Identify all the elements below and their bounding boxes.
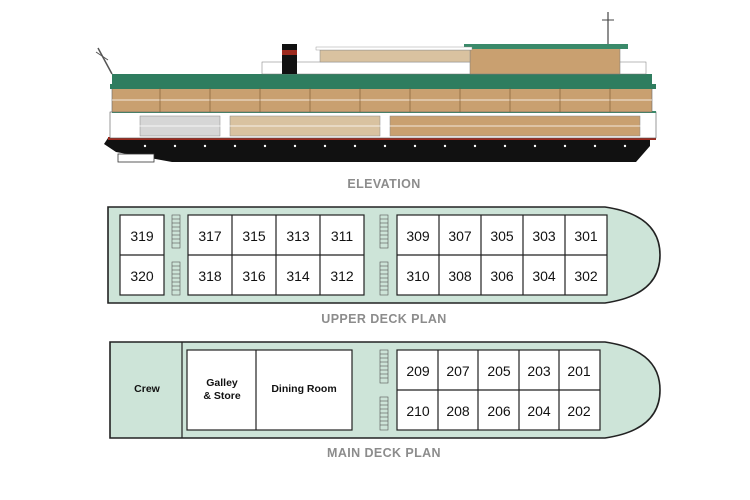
cabin-206: 206	[487, 403, 511, 419]
rudder	[117, 153, 155, 163]
upper-deck-caption: UPPER DECK PLAN	[321, 312, 446, 326]
crane	[97, 47, 113, 75]
cabin-319: 319	[130, 228, 154, 244]
elevation-drawing	[95, 12, 657, 163]
upper-deck-plan: 319 320 317 315 313 311 318 316 314 312	[107, 206, 661, 304]
cabin-202: 202	[567, 403, 591, 419]
cabin-308: 308	[448, 268, 472, 284]
hull	[104, 138, 650, 162]
cabin-313: 313	[286, 228, 310, 244]
cabin-204: 204	[527, 403, 551, 419]
cabin-303: 303	[532, 228, 556, 244]
cabin-314: 314	[286, 268, 310, 284]
cabin-201: 201	[567, 363, 591, 379]
cabin-310: 310	[406, 268, 430, 284]
cabin-208: 208	[446, 403, 470, 419]
cabin-307: 307	[448, 228, 472, 244]
cabin-210: 210	[406, 403, 430, 419]
cabin-315: 315	[242, 228, 266, 244]
cabin-320: 320	[130, 268, 154, 284]
main-stairs	[379, 349, 389, 431]
cabin-209: 209	[406, 363, 430, 379]
elevation-caption: ELEVATION	[347, 177, 420, 191]
hull-stripe	[108, 137, 656, 140]
upper-mid-stairs	[379, 214, 389, 296]
railings	[112, 99, 652, 127]
cabin-309: 309	[406, 228, 430, 244]
cabin-312: 312	[330, 268, 354, 284]
main-deck-caption: MAIN DECK PLAN	[327, 446, 441, 460]
cabin-301: 301	[574, 228, 598, 244]
funnel	[282, 44, 297, 74]
upper-aft-stairs	[171, 214, 181, 296]
crew-area: Crew	[134, 383, 161, 395]
cabin-305: 305	[490, 228, 514, 244]
bridge-house	[469, 47, 621, 75]
portholes	[143, 144, 627, 148]
cabin-318: 318	[198, 268, 222, 284]
cabin-302: 302	[574, 268, 598, 284]
cabin-316: 316	[242, 268, 266, 284]
cabin-306: 306	[490, 268, 514, 284]
dining-room-label: Dining Room	[271, 383, 336, 395]
cabin-207: 207	[446, 363, 470, 379]
sun-deck-roof	[112, 74, 652, 85]
cabin-205: 205	[487, 363, 511, 379]
cabin-317: 317	[198, 228, 222, 244]
cabin-311: 311	[331, 228, 354, 244]
cabin-203: 203	[527, 363, 551, 379]
main-deck-plan: Crew Galley & Store Dining Room 209 207 …	[109, 341, 661, 439]
store-label: & Store	[203, 390, 241, 402]
galley-label: Galley	[206, 377, 238, 389]
cabin-304: 304	[532, 268, 556, 284]
